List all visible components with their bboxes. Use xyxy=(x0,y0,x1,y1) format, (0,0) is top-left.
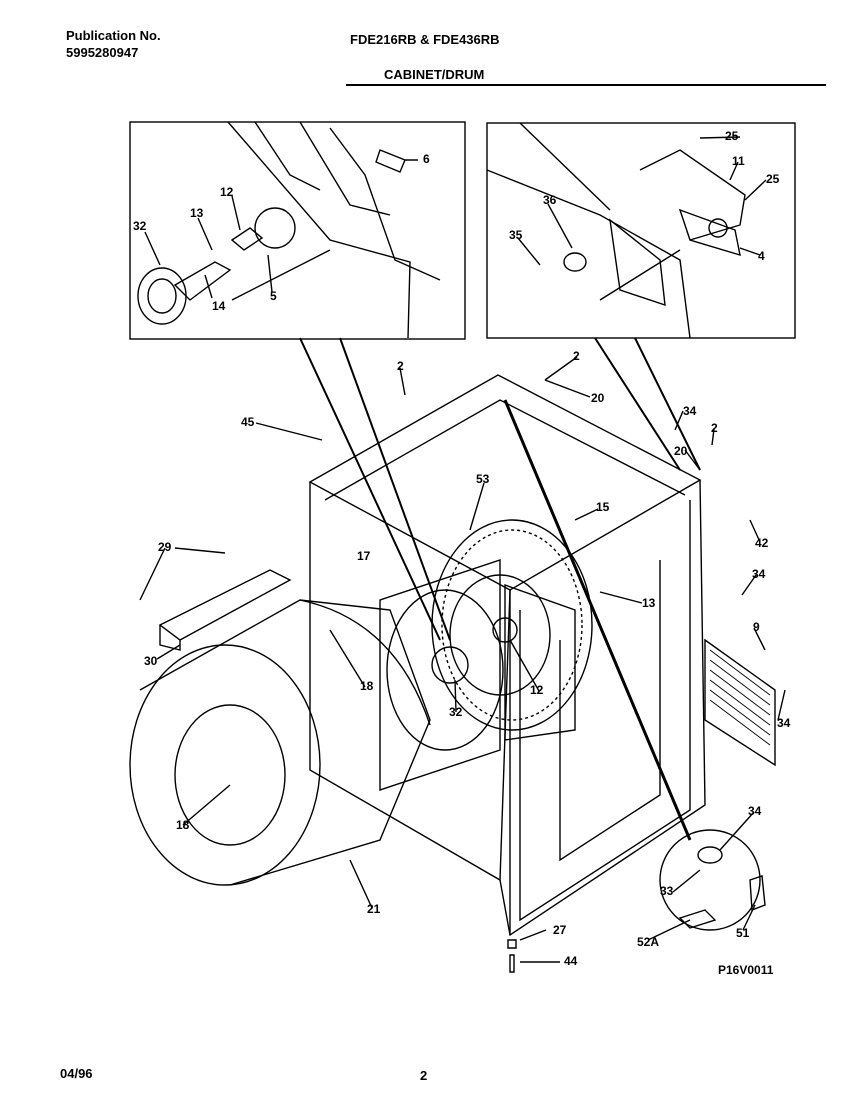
callout-label: 34 xyxy=(683,404,697,418)
callout-label: 51 xyxy=(736,926,750,940)
callout-label: 32 xyxy=(133,219,147,233)
publication-label: Publication No. xyxy=(66,28,161,43)
callout-label: 11 xyxy=(732,154,745,168)
callout-label: 15 xyxy=(596,500,610,514)
callout-label: 34 xyxy=(748,804,762,818)
callout-labels: 32 13 12 14 5 6 25 11 25 36 35 4 2 2 20 … xyxy=(133,129,791,968)
model-numbers: FDE216RB & FDE436RB xyxy=(350,32,500,47)
callout-label: 12 xyxy=(530,683,544,697)
callout-label: 27 xyxy=(553,923,567,937)
callout-label: 5 xyxy=(270,289,277,303)
callout-label: 14 xyxy=(212,299,226,313)
callout-label: 25 xyxy=(725,129,739,143)
callout-label: 2 xyxy=(397,359,404,373)
header-rule xyxy=(346,84,826,86)
callout-label: 45 xyxy=(241,415,255,429)
callout-label: 44 xyxy=(564,954,578,968)
callout-label: 4 xyxy=(758,249,765,263)
callout-label: 9 xyxy=(753,620,760,634)
callout-label: 29 xyxy=(158,540,172,554)
callout-label: 42 xyxy=(755,536,769,550)
callout-label: 2 xyxy=(573,349,580,363)
callout-label: 34 xyxy=(752,567,766,581)
callout-label: 21 xyxy=(367,902,381,916)
callout-label: 17 xyxy=(357,549,371,563)
callout-label: 35 xyxy=(509,228,523,242)
callout-label: 18 xyxy=(360,679,374,693)
callout-label: 18 xyxy=(176,818,190,832)
callout-label: 36 xyxy=(543,193,557,207)
callout-label: 32 xyxy=(449,705,463,719)
callout-label: 20 xyxy=(674,444,688,458)
callout-label: 2 xyxy=(711,421,718,435)
figure-id: P16V0011 xyxy=(718,963,774,977)
callout-label: 33 xyxy=(660,884,674,898)
publication-number: 5995280947 xyxy=(66,45,139,60)
callout-label: 6 xyxy=(423,152,430,166)
callout-label: 52A xyxy=(637,935,659,949)
inset-left-frame xyxy=(129,121,466,340)
callout-label: 34 xyxy=(777,716,791,730)
callout-label: 30 xyxy=(144,654,158,668)
callout-label: 25 xyxy=(766,172,780,186)
callout-label: 13 xyxy=(642,596,656,610)
inset-right-frame xyxy=(486,122,796,339)
callout-label: 20 xyxy=(591,391,605,405)
callout-label: 53 xyxy=(476,472,490,486)
callout-label: 13 xyxy=(190,206,204,220)
callout-label: 12 xyxy=(220,185,234,199)
footer-date: 04/96 xyxy=(60,1066,93,1081)
page-number: 2 xyxy=(420,1068,428,1083)
section-title: CABINET/DRUM xyxy=(384,67,485,82)
